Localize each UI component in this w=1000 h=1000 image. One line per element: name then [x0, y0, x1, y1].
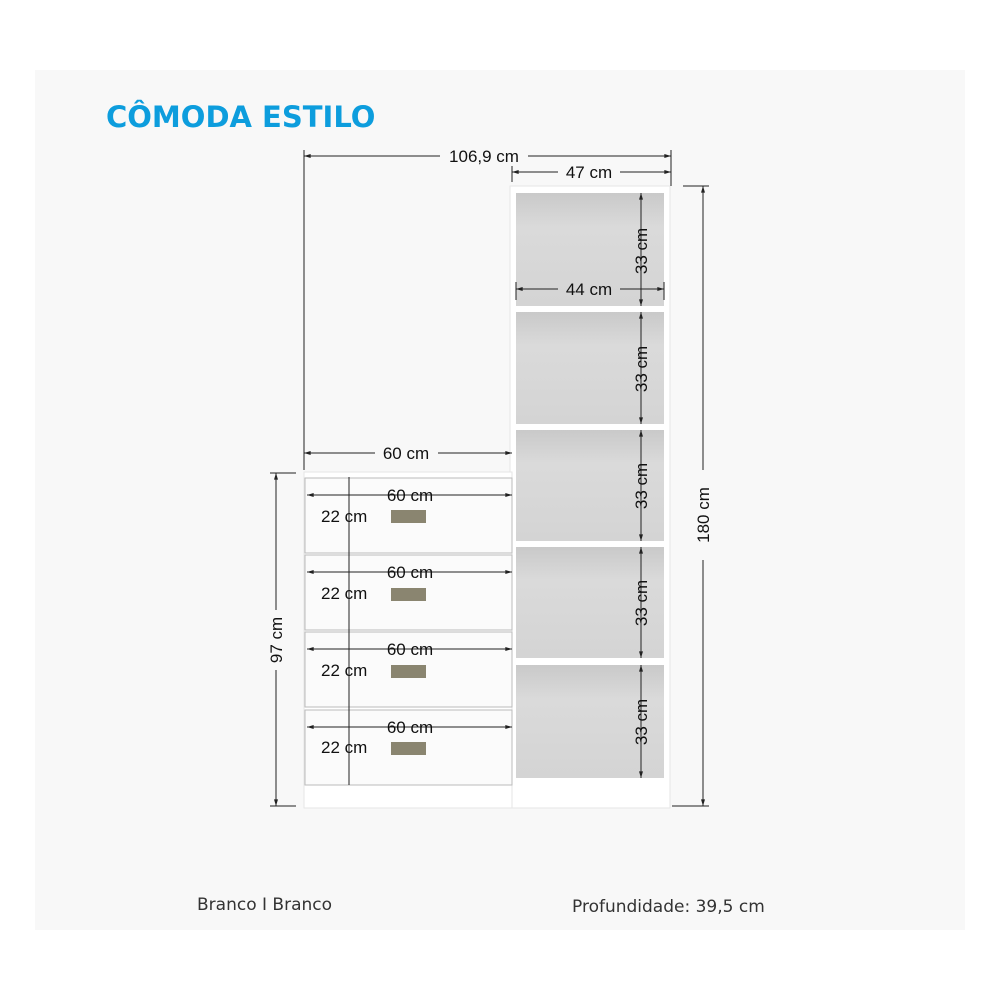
drawer-width-label: 60 cm: [387, 718, 433, 737]
drawer-handle: [391, 665, 426, 678]
dresser-width-label: 60 cm: [383, 444, 429, 463]
drawer: [304, 554, 513, 631]
drawer-width-label: 60 cm: [387, 563, 433, 582]
color-label: Branco I Branco: [197, 895, 332, 915]
product-title: CÔMODA ESTILO: [106, 100, 375, 134]
drawer-handle: [391, 742, 426, 755]
shelf-height-label: 33 cm: [632, 228, 651, 274]
drawer-height-label: 22 cm: [321, 584, 367, 603]
drawer-height-label: 22 cm: [321, 738, 367, 757]
shelf-inner-width-label: 44 cm: [566, 280, 612, 299]
drawer-width-label: 60 cm: [387, 640, 433, 659]
shelf-height-label: 33 cm: [632, 346, 651, 392]
shelf-height-label: 33 cm: [632, 463, 651, 509]
drawer-height-label: 22 cm: [321, 507, 367, 526]
drawer-handle: [391, 510, 426, 523]
total-height-label: 180 cm: [694, 487, 713, 543]
drawer-height-label: 22 cm: [321, 661, 367, 680]
drawer: [304, 631, 513, 708]
drawer-width-label: 60 cm: [387, 486, 433, 505]
shelf-width-label: 47 cm: [566, 163, 612, 182]
dresser: [303, 471, 513, 809]
drawer: [304, 709, 513, 786]
shelf-height-label: 33 cm: [632, 580, 651, 626]
shelf-height-label: 33 cm: [632, 699, 651, 745]
dresser-height-label: 97 cm: [267, 617, 286, 663]
drawer: [304, 477, 513, 554]
total-width-label: 106,9 cm: [449, 147, 519, 166]
drawer-handle: [391, 588, 426, 601]
depth-label: Profundidade: 39,5 cm: [572, 897, 765, 917]
